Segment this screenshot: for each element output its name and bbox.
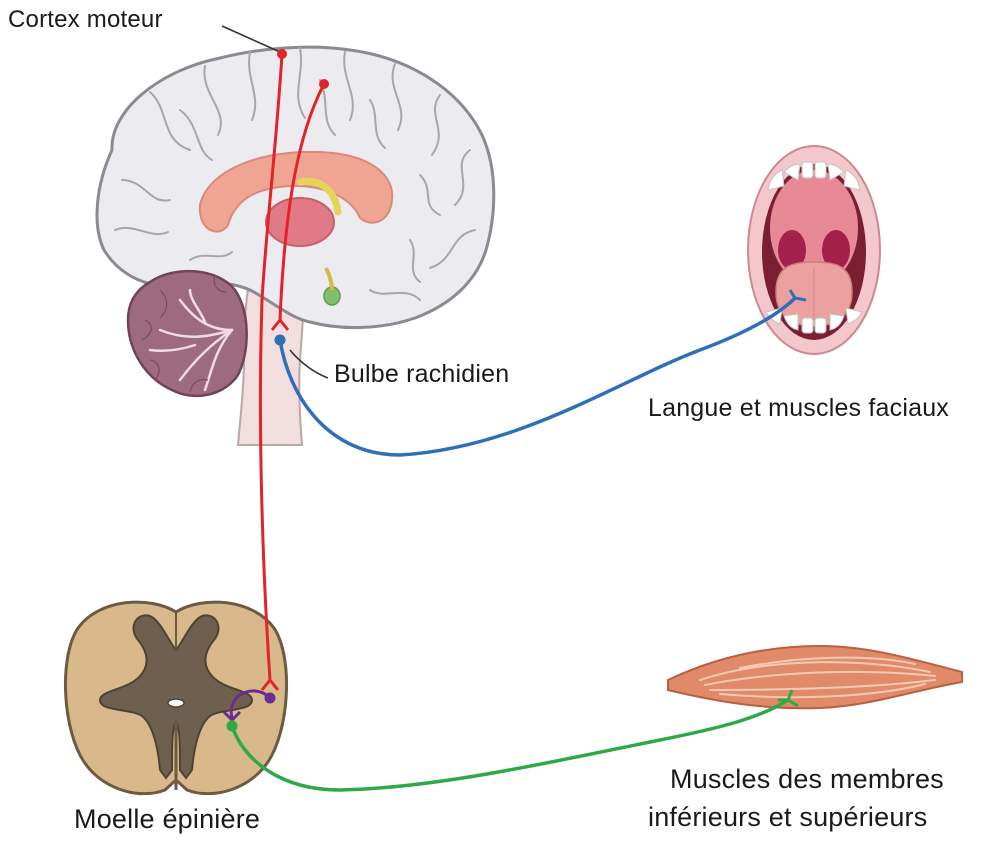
interneuron-soma: [265, 693, 276, 704]
central-canal: [168, 699, 184, 707]
upper-motor-neuron-soma-1: [277, 49, 287, 59]
label-muscles-line1: Muscles des membres: [670, 764, 944, 795]
label-muscles-line2: inférieurs et supérieurs: [648, 802, 927, 833]
label-cortex-moteur: Cortex moteur: [8, 6, 163, 34]
label-moelle-epiniere: Moelle épinière: [74, 804, 260, 835]
cortex-leader-line: [222, 26, 280, 52]
muscle-icon: [668, 646, 962, 708]
label-langue-muscles-faciaux: Langue et muscles faciaux: [648, 394, 949, 423]
open-mouth-icon: [748, 146, 880, 354]
spinal-motor-neuron-soma: [227, 721, 238, 732]
spinal-cord-section-icon: [65, 602, 286, 794]
cranial-motor-neuron-soma: [275, 335, 286, 346]
upper-motor-neuron-soma-2: [319, 79, 329, 89]
thalamus: [266, 198, 334, 246]
label-bulbe-rachidien: Bulbe rachidien: [334, 360, 509, 389]
